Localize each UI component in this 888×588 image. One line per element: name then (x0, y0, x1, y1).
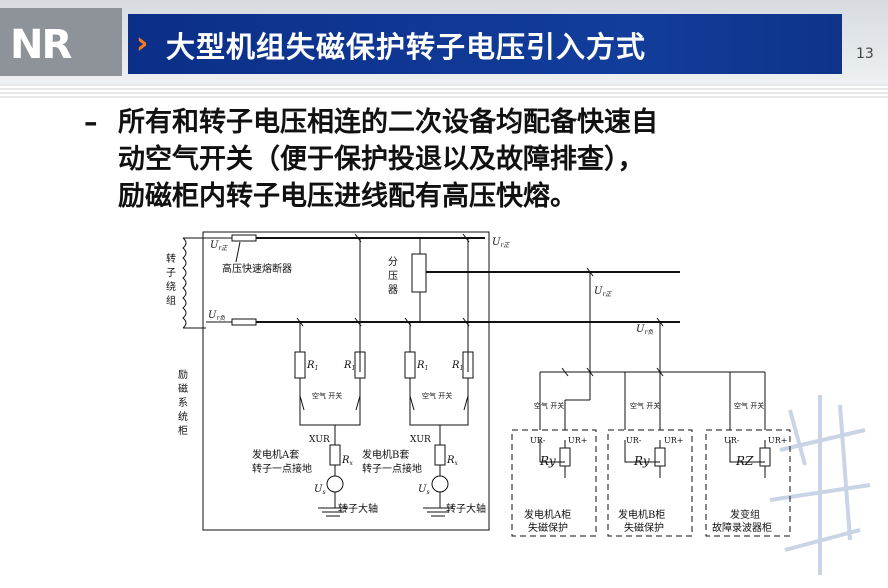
cab-b-ry: Ry (633, 454, 650, 468)
gen-b-line2: 转子一点接地 (362, 462, 422, 475)
voltage-divider (411, 253, 427, 293)
logo-box: NR (0, 8, 122, 76)
bullet-line-3: 励磁柜内转子电压进线配有高压快熔。 (118, 181, 577, 212)
gen-b-line1: 发电机B套 (362, 448, 409, 461)
cab-c-ur-minus: UR- (724, 436, 740, 445)
u-rp-top-label: Ur正 (210, 240, 228, 252)
cab-b-ur-plus: UR+ (664, 436, 683, 445)
rx-b-label: Rx (446, 455, 459, 467)
cabinet-a-box (511, 429, 597, 537)
cab-c-line2: 故障录波器柜 (712, 521, 772, 534)
u-rp-right-label: Ur正 (492, 237, 510, 249)
slide-header: NR › 大型机组失磁保护转子电压引入方式 13 (0, 0, 888, 84)
cab-c-line1: 发变组 (730, 508, 760, 521)
cabinet-c-box (705, 429, 791, 537)
bullet-dash: – (84, 107, 98, 138)
nr-logo: NR (10, 22, 72, 68)
rotor-winding (182, 237, 187, 329)
fuse-bottom (231, 318, 257, 326)
us-b-label: Us (418, 484, 430, 496)
cab-a-ur-plus: UR+ (568, 436, 587, 445)
chevron-right-icon: › (136, 26, 149, 61)
xur-b-label: XUR (410, 435, 431, 445)
r1-label: R1 (306, 360, 318, 372)
exc-label-5: 柜 (178, 424, 188, 437)
bullet-line-2: 动空气开关（便于保护投退以及故障排查）， (118, 144, 645, 175)
excitation-cabinet-label: 励 磁 系 统 柜 (178, 368, 188, 437)
u-rn-label: Ur负 (208, 310, 225, 322)
u-rp-mid-label: Ur正 (594, 286, 612, 298)
cabinet-b-box (607, 429, 693, 537)
title-bar: › 大型机组失磁保护转子电压引入方式 (128, 14, 842, 74)
air-switch-a: 空气 开关 (312, 391, 342, 400)
page-number: 13 (856, 46, 874, 62)
cab-b-ur-minus: UR- (626, 436, 642, 445)
cab-c-rz: RZ (735, 454, 754, 468)
cab-c-ur-plus: UR+ (768, 436, 787, 445)
gen-a-line2: 转子一点接地 (252, 462, 312, 475)
rotor-label-4: 组 (166, 294, 176, 307)
bullet-text: 所有和转子电压相连的二次设备均配备快速自 动空气开关（便于保护投退以及故障排查）… (118, 104, 818, 215)
xur-a-label: XUR (309, 435, 330, 445)
gen-a-line1: 发电机A套 (252, 448, 299, 461)
cab-a-line1: 发电机A柜 (524, 508, 571, 521)
air-switch-d: 空气 开关 (630, 401, 660, 410)
watermark-graphic (769, 395, 871, 575)
air-switch-b: 空气 开关 (422, 391, 452, 400)
exc-label-4: 统 (178, 410, 188, 423)
air-switch-e: 空气 开关 (734, 401, 764, 410)
rotor-label-2: 子 (166, 267, 176, 279)
exc-label-2: 磁 (178, 382, 188, 395)
rotor-label-1: 转 (166, 252, 176, 265)
exc-label-3: 系 (178, 397, 188, 409)
r2-label: R1 (343, 360, 355, 372)
divider-label: 分 压 器 (388, 256, 398, 296)
shaft-b-label: 转子大轴 (446, 502, 486, 515)
slide-title: 大型机组失磁保护转子电压引入方式 (166, 30, 647, 64)
cab-b-line1: 发电机B柜 (618, 508, 665, 521)
rx-a-label: Rx (341, 455, 354, 467)
svg-text:分: 分 (388, 256, 398, 268)
rotor-label-3: 绕 (166, 280, 176, 293)
bullet-line-1: 所有和转子电压相连的二次设备均配备快速自 (118, 107, 658, 138)
exc-label-1: 励 (178, 368, 188, 381)
us-a-label: Us (314, 484, 326, 496)
air-switch-c: 空气 开关 (534, 401, 564, 410)
cab-a-line2: 失磁保护 (528, 521, 568, 534)
cab-a-ry: Ry (539, 454, 556, 468)
fuse-label: 高压快速熔断器 (222, 262, 292, 275)
r4-label: R1 (451, 360, 463, 372)
header-stripes (0, 84, 888, 100)
excitation-cabinet-box (202, 231, 490, 531)
u-rn-right-label: Ur负 (636, 324, 653, 336)
svg-text:压: 压 (388, 270, 398, 282)
svg-text:器: 器 (388, 284, 398, 296)
fuse-top (231, 234, 257, 242)
shaft-a-label: 转子大轴 (338, 502, 378, 515)
rotor-winding-label: 转 子 绕 组 (166, 252, 176, 307)
cab-a-ur-minus: UR- (530, 436, 546, 445)
r3-label: R1 (416, 360, 428, 372)
cab-b-line2: 失磁保护 (624, 521, 664, 534)
